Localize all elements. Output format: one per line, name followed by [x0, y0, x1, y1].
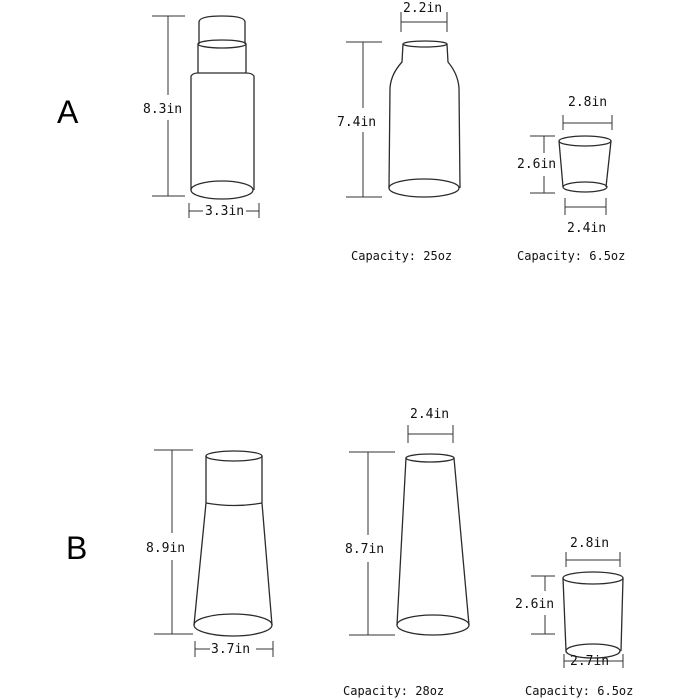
set-a-bottle-drawing — [388, 40, 461, 198]
set-b-carafe-height-dim — [154, 449, 193, 635]
set-b-cup-height-dim — [531, 575, 555, 635]
set-b-carafe-drawing — [193, 450, 273, 637]
set-b-cup-base-label: 2.7in — [570, 654, 609, 669]
set-a-bottle-height-dim — [346, 41, 382, 198]
set-a-bottle-height-label: 7.4in — [337, 115, 376, 130]
set-a-carafe-height-dim — [152, 15, 185, 197]
set-b-bottle-top-dim — [407, 425, 454, 443]
set-b-cup-drawing — [562, 571, 624, 659]
set-a-cup-drawing — [558, 135, 612, 193]
set-a-cup-height-label: 2.6in — [517, 157, 556, 172]
set-a-bottle-top-dim — [400, 12, 448, 32]
set-a-cup-capacity: Capacity: 6.5oz — [517, 249, 625, 263]
set-b-bottle-capacity: Capacity: 28oz — [343, 684, 444, 698]
set-a-cup-top-dim — [562, 115, 613, 130]
set-a-cup-top-label: 2.8in — [568, 95, 607, 110]
set-b-bottle-height-dim — [349, 451, 395, 636]
set-b-cup-base-dim — [563, 654, 624, 668]
set-a-bottle-top-label: 2.2in — [403, 1, 442, 16]
set-a-carafe-drawing — [190, 15, 255, 200]
set-a-label: A — [57, 94, 79, 130]
set-b-bottle-height-label: 8.7in — [345, 542, 384, 557]
set-b-label: B — [66, 530, 87, 566]
set-a-cup-height-dim — [530, 135, 555, 194]
set-a-cup-base-dim — [564, 198, 607, 215]
set-b-carafe-base-dim — [194, 641, 274, 657]
set-b-cup-top-label: 2.8in — [570, 536, 609, 551]
set-b-bottle-drawing — [396, 453, 470, 636]
set-b-cup-height-label: 2.6in — [515, 597, 554, 612]
set-b-carafe-height-label: 8.9in — [146, 541, 185, 556]
set-b-cup-capacity: Capacity: 6.5oz — [525, 684, 633, 698]
set-b-bottle-top-label: 2.4in — [410, 407, 449, 422]
set-a-carafe-height-label: 8.3in — [143, 102, 182, 117]
set-b-cup-top-dim — [565, 552, 621, 567]
set-a-bottle-capacity: Capacity: 25oz — [351, 249, 452, 263]
set-a-carafe-base-dim — [188, 203, 260, 218]
set-b-carafe-base-label: 3.7in — [211, 642, 250, 657]
set-a-cup-base-label: 2.4in — [567, 221, 606, 236]
set-a-carafe-base-label: 3.3in — [205, 204, 244, 219]
